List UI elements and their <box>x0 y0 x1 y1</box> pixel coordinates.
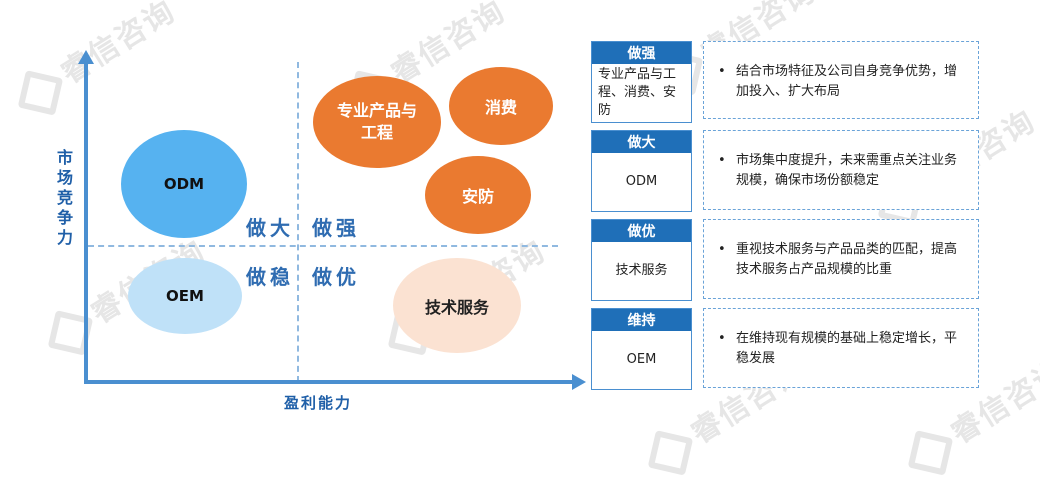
strategy-description: 结合市场特征及公司自身竞争优势，增加投入、扩大布局 <box>736 64 958 99</box>
bubble-odm-label: ODM <box>163 175 205 193</box>
y-axis-arrow-icon <box>78 50 94 64</box>
x-axis-arrow-icon <box>572 374 586 390</box>
quadrant-label-top-left: 做大 <box>246 216 294 240</box>
bullet-icon: • <box>718 242 726 257</box>
quadrant-label-top-right: 做强 <box>312 216 360 240</box>
strategy-card-big: 做大 ODM <box>591 130 692 212</box>
watermark-logo-icon <box>647 429 693 476</box>
strategy-description: 在维持现有规模的基础上稳定增长，平稳发展 <box>736 331 958 366</box>
strategy-desc-optimize: • 重视技术服务与产品品类的匹配，提高技术服务占产品规模的比重 <box>703 219 979 299</box>
bubble-professional-label: 专业产品与工程 <box>337 101 418 142</box>
strategy-title: 做大 <box>592 131 691 153</box>
bullet-icon: • <box>718 331 726 346</box>
bubble-tech-service-label: 技术服务 <box>424 297 489 317</box>
strategy-description: 市场集中度提升，未来需重点关注业务规模，确保市场份额稳定 <box>736 153 958 188</box>
strategy-title: 维持 <box>592 309 691 331</box>
x-axis-label: 盈利能力 <box>284 394 353 412</box>
strategy-desc-strong: • 结合市场特征及公司自身竞争优势，增加投入、扩大布局 <box>703 41 979 119</box>
bubble-consumer-label: 消费 <box>484 98 517 117</box>
bullet-icon: • <box>718 153 726 168</box>
quadrant-label-bottom-left: 做稳 <box>246 265 294 289</box>
bubble-professional: 专业产品与工程 <box>313 76 441 168</box>
bubble-consumer: 消费 <box>449 67 553 145</box>
strategy-business: 技术服务 <box>615 263 668 278</box>
watermark-logo-icon <box>907 429 953 476</box>
bubble-oem: OEM <box>128 258 242 334</box>
strategy-card-optimize: 做优 技术服务 <box>591 219 692 301</box>
quadrant-label-bottom-right: 做优 <box>312 265 360 289</box>
watermark-logo-icon <box>17 69 63 116</box>
bubble-tech-service: 技术服务 <box>393 258 521 353</box>
watermark: 睿信咨询 <box>10 0 183 119</box>
strategy-card-strong: 做强 专业产品与工程、消费、安防 <box>591 41 692 123</box>
strategy-desc-maintain: • 在维持现有规模的基础上稳定增长，平稳发展 <box>703 308 979 388</box>
vertical-divider <box>297 62 299 382</box>
strategy-desc-big: • 市场集中度提升，未来需重点关注业务规模，确保市场份额稳定 <box>703 130 979 210</box>
bubble-odm: ODM <box>121 130 247 238</box>
x-axis <box>84 380 574 384</box>
bubble-security-label: 安防 <box>461 187 494 206</box>
y-axis-label: 市场竞争力 <box>56 148 73 247</box>
strategy-business: ODM <box>625 174 658 189</box>
bubble-security: 安防 <box>425 156 531 234</box>
strategy-title: 做优 <box>592 220 691 242</box>
strategy-description: 重视技术服务与产品品类的匹配，提高技术服务占产品规模的比重 <box>736 242 958 277</box>
bubble-oem-label: OEM <box>166 287 204 305</box>
y-axis <box>84 62 88 384</box>
strategy-title: 做强 <box>592 42 691 64</box>
strategy-business: 专业产品与工程、消费、安防 <box>598 67 677 118</box>
strategy-business: OEM <box>626 352 657 367</box>
bullet-icon: • <box>718 64 726 79</box>
strategy-card-maintain: 维持 OEM <box>591 308 692 390</box>
horizontal-divider <box>88 245 558 247</box>
